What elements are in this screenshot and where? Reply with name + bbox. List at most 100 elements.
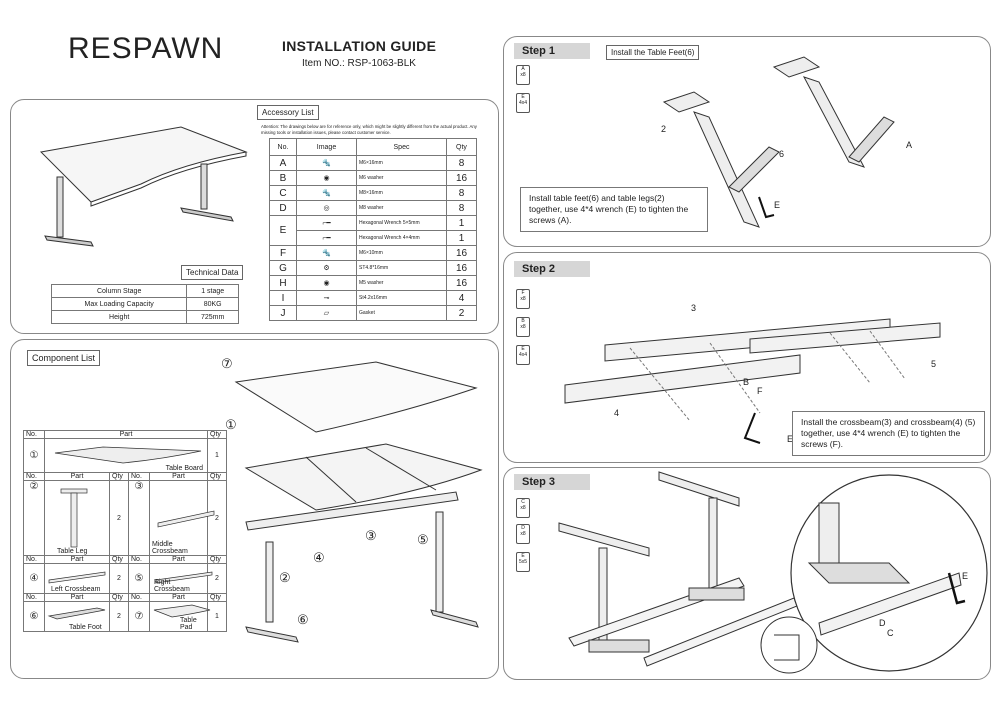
part-name: Table Leg bbox=[57, 548, 88, 555]
callout-3: ③ bbox=[365, 528, 377, 543]
col-image: Image bbox=[296, 138, 357, 156]
tech-key: Height bbox=[50, 310, 188, 324]
table-foot-icon bbox=[47, 607, 106, 620]
callout-5: ⑤ bbox=[417, 532, 429, 547]
callout-d: D bbox=[879, 618, 886, 628]
gasket-icon: ▱ bbox=[296, 305, 357, 321]
accessory-note: Attention: The drawings below are for re… bbox=[261, 124, 477, 135]
step2-instruction: Install the crossbeam(3) and crossbeam(4… bbox=[792, 411, 985, 457]
col-spec: Spec bbox=[356, 138, 447, 156]
detail-small-circle bbox=[760, 616, 818, 674]
table-pad-icon bbox=[153, 604, 211, 618]
item-number: Item NO.: RSP-1063-BLK bbox=[302, 58, 416, 69]
step1-illustration bbox=[662, 56, 895, 228]
accessory-list-label: Accessory List bbox=[257, 105, 319, 120]
screw-icon: 🔩 bbox=[296, 245, 357, 261]
step3-illustration bbox=[558, 471, 798, 667]
step1-title: Install the Table Feet(6) bbox=[606, 45, 700, 60]
technical-data-label: Technical Data bbox=[181, 265, 244, 280]
screw-icon: ⊸ bbox=[296, 290, 357, 306]
part-name: Table Foot bbox=[69, 624, 102, 631]
callout-5: 5 bbox=[931, 359, 937, 369]
exploded-view bbox=[234, 361, 483, 643]
table-board-icon bbox=[54, 446, 202, 464]
part-name: Table Pad bbox=[180, 617, 197, 631]
screw-icon: ⚙ bbox=[296, 260, 357, 276]
part-name: Right Crossbeam bbox=[154, 579, 190, 593]
component-list-label: Component List bbox=[27, 350, 101, 366]
callout-4: ④ bbox=[313, 550, 325, 565]
screw-icon: 🔩 bbox=[296, 185, 357, 201]
tech-key: Column Stage bbox=[50, 284, 188, 298]
table-leg-icon bbox=[60, 488, 88, 548]
callout-a: A bbox=[906, 140, 913, 150]
callout-e: E bbox=[774, 200, 781, 210]
col-no: No. bbox=[269, 138, 297, 156]
step1-instruction: Install table feet(6) and table legs(2) … bbox=[520, 187, 708, 233]
desk-illustration bbox=[39, 126, 248, 247]
hex-wrench-icon: ⌐━ bbox=[296, 215, 357, 231]
tech-key: Max Loading Capacity bbox=[50, 297, 188, 311]
callout-c: C bbox=[887, 628, 894, 638]
part-name: Middle Crossbeam bbox=[152, 541, 188, 555]
callout-3: 3 bbox=[691, 303, 697, 313]
step2-illustration bbox=[564, 318, 941, 444]
callout-e: E bbox=[962, 571, 969, 581]
screw-icon: 🔩 bbox=[296, 155, 357, 171]
tech-val: 80KG bbox=[186, 297, 239, 311]
callout-6: 6 bbox=[779, 149, 785, 159]
callout-b: B bbox=[743, 377, 750, 387]
callout-6: ⑥ bbox=[297, 612, 309, 627]
hex-wrench-icon: ⌐━ bbox=[296, 230, 357, 246]
callout-2: ② bbox=[279, 570, 291, 585]
tech-val: 1 stage bbox=[186, 284, 239, 298]
callout-e: E bbox=[787, 434, 794, 444]
detail-magnifier bbox=[790, 474, 988, 672]
part-name: Table Board bbox=[165, 465, 203, 472]
step1-label: Step 1 bbox=[514, 43, 590, 59]
callout-7: ⑦ bbox=[221, 356, 233, 371]
middle-crossbeam-icon bbox=[157, 510, 215, 528]
callout-f: F bbox=[757, 386, 763, 396]
right-crossbeam-icon bbox=[155, 571, 213, 584]
brand-logo: RESPAWN bbox=[68, 32, 224, 65]
tech-val: 725mm bbox=[186, 310, 239, 324]
callout-2: 2 bbox=[661, 124, 667, 134]
step3-label: Step 3 bbox=[514, 474, 590, 490]
col-qty: Qty bbox=[446, 138, 477, 156]
washer-icon: ◉ bbox=[296, 275, 357, 291]
left-crossbeam-icon bbox=[48, 571, 106, 584]
callout-1: ① bbox=[225, 417, 237, 432]
washer-icon: ◎ bbox=[296, 200, 357, 216]
step2-label: Step 2 bbox=[514, 261, 590, 277]
callout-4: 4 bbox=[614, 408, 620, 418]
part-name: Left Crossbeam bbox=[51, 586, 101, 593]
